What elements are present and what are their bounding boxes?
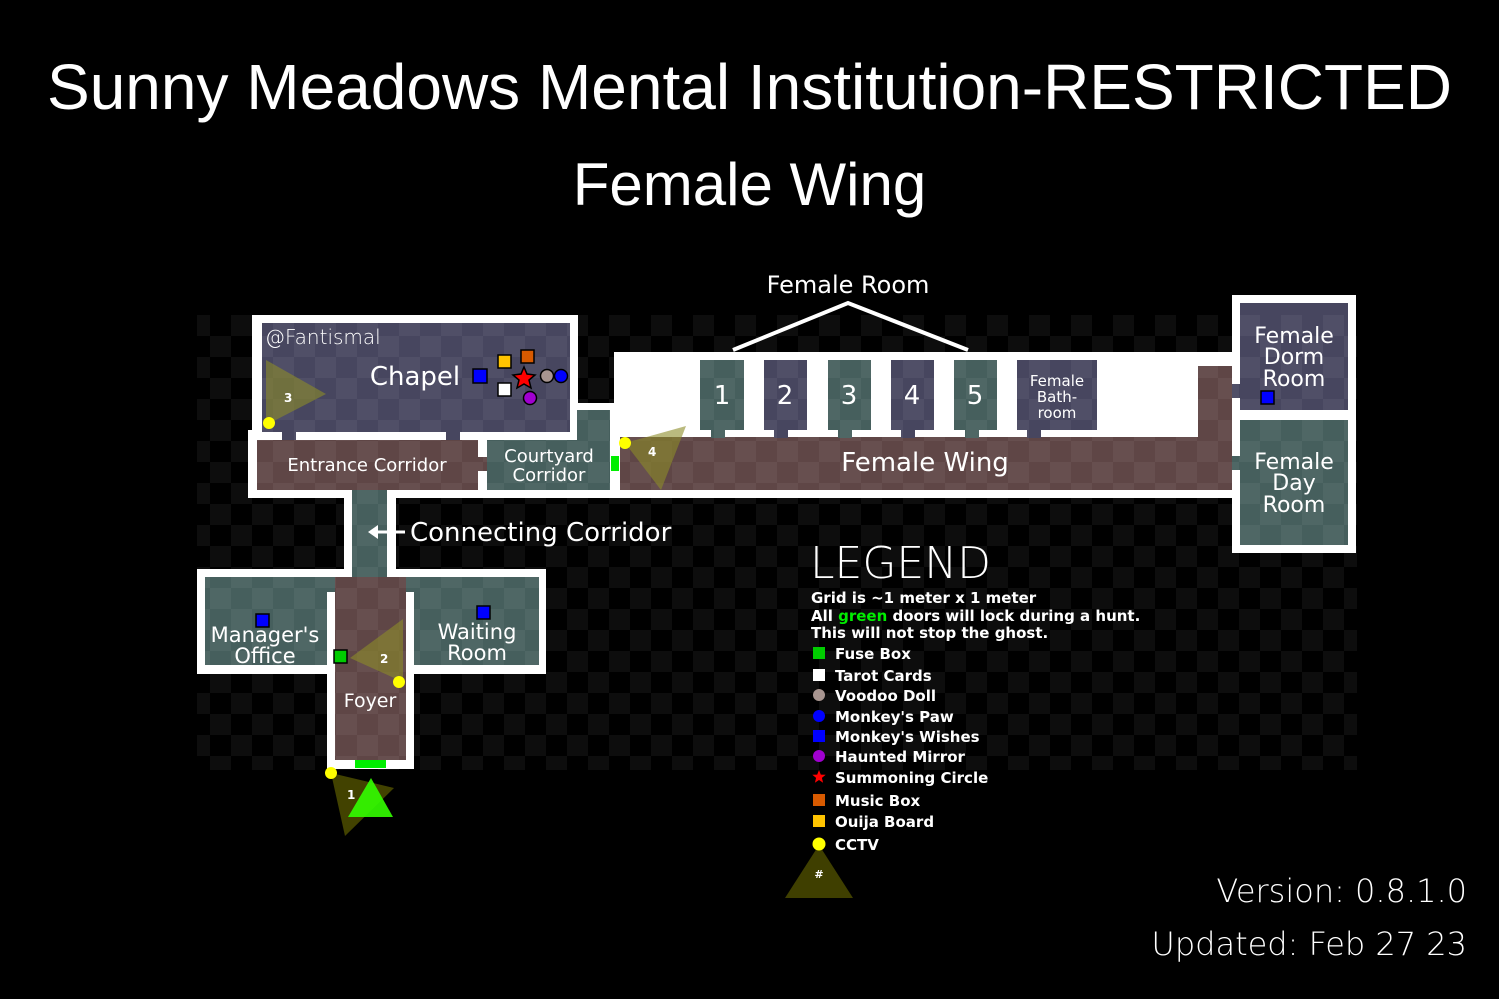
monkeys-wishes-icon [472,368,488,384]
room-label-courtyard-corridor: Courtyard [504,446,594,467]
haunted-mirror-icon [522,390,538,406]
camera-number-legend: # [814,868,823,881]
room-label-managers-office: Manager's [211,623,320,647]
legend-item-label: Monkey's Paw [835,708,954,726]
voodoo-doll-icon [539,368,555,384]
cctv-cone-2 [350,619,403,682]
legend-item-label: CCTV [835,836,879,854]
cctv-cone-legend-icon [785,845,853,898]
legend-note-doors: All green doors will lock during a hunt. [811,607,1140,625]
cctv-3-icon [263,417,275,429]
legend-item-label: Voodoo Doll [835,687,936,705]
legend-note-grid: Grid is ~1 meter x 1 meter [811,589,1037,607]
map-subtitle-wrap: Female Wing [0,152,1499,218]
ouija-board-legend-icon [813,815,825,827]
room-label-female-dorm: Female [1254,324,1334,349]
monkey-s-paw-legend-icon [813,710,825,722]
legend-item-label: Tarot Cards [835,667,932,685]
legend: LEGEND Grid is ~1 meter x 1 meter All gr… [785,538,1140,898]
updated-label: Updated: Feb 27 23 [1151,925,1467,963]
fuse-box-legend-icon [813,647,825,659]
room-label-female-day-room: Room [1263,493,1326,518]
room-label-female-bathroom: Bath- [1037,388,1077,406]
cctv-1-icon [325,767,337,779]
cctv-cone-3 [266,360,326,425]
room-label-female-room-2: 2 [777,381,794,411]
room-label-female-day-room: Day [1272,471,1315,496]
legend-item-label: Fuse Box [835,645,911,663]
tarot-cards-icon [497,382,512,397]
map-title: Sunny Meadows Mental Institution-RESTRIC… [47,51,1452,123]
room-label-waiting-room: Room [447,641,507,665]
tarot-cards-legend-icon [813,669,825,681]
cctv-cone-4 [625,426,686,490]
room-label-waiting-room: Waiting [438,620,517,644]
monkeys-paw-icon [553,368,569,384]
green-door-courtyard [611,456,619,471]
entrance-marker-icon [348,778,393,817]
room-label-managers-office: Office [234,644,295,668]
camera-number: 2 [380,652,388,666]
room-label-female-room-1: 1 [714,381,731,411]
monkey-s-wishes-legend-icon [813,730,825,742]
room-label-female-room-3: 3 [841,381,858,411]
music-box-legend-icon [813,794,825,806]
items [255,349,1275,664]
legend-item-label: Summoning Circle [835,769,988,787]
room-label-courtyard-corridor: Corridor [513,465,587,486]
fuse-box-icon [333,649,348,664]
green-door-foyer [355,760,386,768]
camera-number: 4 [648,445,656,459]
legend-item-label: Music Box [835,792,921,810]
legend-item-label: Ouija Board [835,813,934,831]
cctv-cameras: 3 4 2 1 [263,360,686,836]
room-label-female-room-5: 5 [967,381,984,411]
version-label: Version: 0.8.1.0 [1216,872,1467,910]
summoning-circle-legend-icon [812,770,826,783]
summoning-circle-icon [511,365,537,390]
room-label-female-dorm: Room [1263,367,1326,392]
room-label-connecting-corridor: Connecting Corridor [410,518,672,548]
haunted-mirror-legend-icon [813,750,825,762]
map-title-wrap: Sunny Meadows Mental Institution-RESTRIC… [0,51,1499,123]
cctv-2-icon [393,676,405,688]
room-label-female-wing: Female Wing [841,448,1009,478]
room-label-female-dorm: Dorm [1264,345,1325,370]
grid-overlay [197,315,1357,770]
ouija-board-icon [497,354,512,369]
voodoo-doll-legend-icon [813,689,825,701]
room-label-entrance-corridor: Entrance Corridor [287,455,447,476]
monkeys-wishes-icon [476,605,491,620]
legend-item-label: Haunted Mirror [835,748,966,766]
monkeys-wishes-icon [255,613,270,628]
room-label-female-day-room: Female [1254,450,1334,475]
legend-item-label: Monkey's Wishes [835,728,980,746]
connecting-corridor-arrow-icon [368,525,405,539]
map-subtitle: Female Wing [572,151,927,218]
legend-note-ghost: This will not stop the ghost. [811,624,1048,642]
legend-title: LEGEND [810,538,991,589]
female-room-label: Female Room [767,271,930,299]
music-box-icon [520,349,535,364]
monkeys-wishes-icon [1260,390,1275,405]
cctv-legend-icon [812,837,826,851]
room-label-chapel: Chapel [370,362,460,392]
watermark: @Fantismal [265,325,381,349]
room-label-female-room-4: 4 [904,381,921,411]
camera-number: 3 [284,391,292,405]
room-label-female-bathroom: room [1038,404,1077,422]
camera-number: 1 [347,788,355,802]
room-label-female-bathroom: Female [1030,372,1084,390]
female-room-bracket [732,300,969,352]
cctv-4-icon [619,437,631,449]
room-label-foyer: Foyer [344,690,397,712]
